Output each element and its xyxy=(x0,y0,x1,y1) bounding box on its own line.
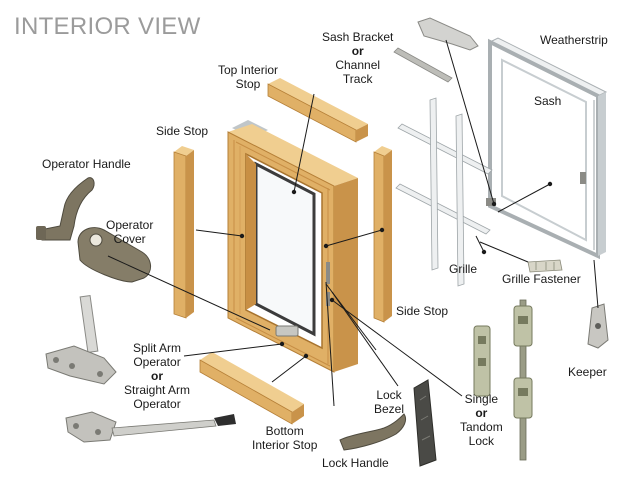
sash-bracket-icon xyxy=(393,17,479,83)
label-sash: Sash xyxy=(534,94,562,108)
top-interior-stop xyxy=(267,78,368,143)
lock-handle-icon xyxy=(339,413,407,451)
label-sash-bracket-line4: Track xyxy=(342,72,373,86)
label-lock-handle: Lock Handle xyxy=(322,456,389,470)
label-bottom-interior-stop: Bottom Interior Stop xyxy=(252,424,317,452)
single-lock-icon xyxy=(473,325,491,397)
label-operator-handle: Operator Handle xyxy=(42,157,131,171)
grille-fastener-icon xyxy=(527,259,563,273)
label-top-interior-stop-line2: Stop xyxy=(235,77,261,91)
label-lock-bezel-line1: Lock xyxy=(376,388,402,402)
label-side-stop-right: Side Stop xyxy=(396,304,449,318)
label-top-interior-stop: Top Interior Stop xyxy=(218,63,278,91)
label-keeper: Keeper xyxy=(568,365,607,379)
label-lock-bezel-line2: Bezel xyxy=(374,402,405,416)
operator-cover-icon xyxy=(77,227,151,283)
label-bottom-interior-stop-line2: Interior Stop xyxy=(252,438,318,452)
window-frame xyxy=(227,120,358,373)
label-split-arm-or: or xyxy=(151,369,164,383)
label-sash-bracket-line1: Sash Bracket xyxy=(322,30,394,44)
leader-lines xyxy=(107,39,599,407)
label-split-arm-line1: Split Arm xyxy=(133,341,182,355)
keeper-icon xyxy=(587,303,609,349)
label-grille: Grille xyxy=(449,262,478,276)
split-arm-operator-icon xyxy=(45,295,117,385)
label-single-tandem-lock: Single or Tandom Lock xyxy=(460,392,503,448)
label-split-arm-line2: Operator xyxy=(133,355,181,369)
label-weatherstrip: Weatherstrip xyxy=(540,33,608,47)
label-lock-line3: Tandom xyxy=(460,420,503,434)
side-stop-right xyxy=(373,146,392,323)
page-title: INTERIOR VIEW xyxy=(14,13,201,40)
sash-icon xyxy=(486,37,608,260)
label-sash-bracket: Sash Bracket or Channel Track xyxy=(322,30,393,86)
label-split-arm-line4: Straight Arm xyxy=(124,383,191,397)
label-bottom-interior-stop-line1: Bottom xyxy=(265,424,304,438)
label-top-interior-stop-line1: Top Interior xyxy=(218,63,279,77)
leader-dots xyxy=(239,181,553,359)
operator-handle-icon xyxy=(36,177,95,241)
label-lock-or: or xyxy=(475,406,488,420)
label-operator-cover-line2: Cover xyxy=(113,232,146,246)
lock-bezel-icon xyxy=(413,379,437,467)
label-lock-line4: Lock xyxy=(468,434,495,448)
straight-arm-operator-icon xyxy=(65,411,236,443)
label-sash-bracket-line3: Channel xyxy=(335,58,381,72)
label-split-arm-line5: Operator xyxy=(133,397,181,411)
label-grille-fastener: Grille Fastener xyxy=(502,272,581,286)
label-operator-cover: Operator Cover xyxy=(106,218,153,246)
label-split-arm-operator: Split Arm Operator or Straight Arm Opera… xyxy=(124,341,190,411)
side-stop-left xyxy=(173,146,194,319)
label-side-stop-left: Side Stop xyxy=(156,124,209,138)
bottom-interior-stop xyxy=(199,352,304,425)
label-lock-bezel: Lock Bezel xyxy=(374,388,404,416)
label-sash-bracket-or: or xyxy=(351,44,364,58)
grille-icon xyxy=(395,97,493,287)
label-operator-cover-line1: Operator xyxy=(106,218,154,232)
label-lock-line1: Single xyxy=(464,392,499,406)
tandem-lock-icon xyxy=(513,299,533,461)
